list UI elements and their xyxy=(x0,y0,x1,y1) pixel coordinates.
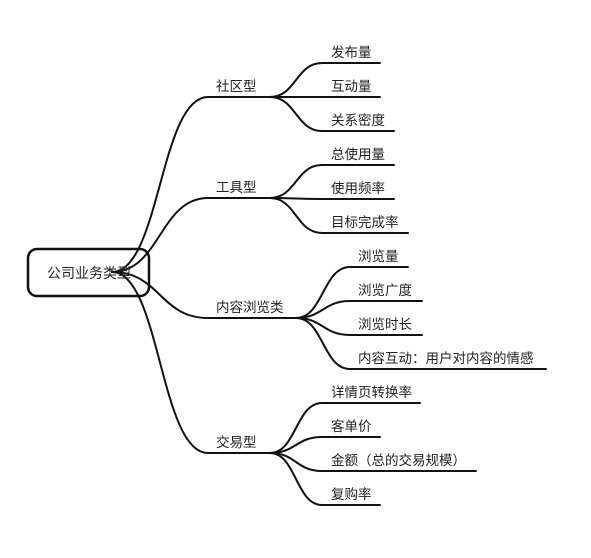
leaf-label: 目标完成率 xyxy=(331,214,399,231)
leaf-label: 详情页转换率 xyxy=(331,384,412,401)
leaf-label: 互动量 xyxy=(331,79,372,95)
branch-label: 内容浏览类 xyxy=(216,299,284,316)
leaf-connector xyxy=(269,402,323,454)
branch-label: 社区型 xyxy=(216,79,257,95)
leaf-label: 总使用量 xyxy=(331,146,385,163)
branch-connector xyxy=(111,271,209,454)
leaf-node[interactable]: 发布量 xyxy=(331,45,372,61)
leaf-label: 浏览时长 xyxy=(358,317,412,333)
leaf-node[interactable]: 内容互动：用户对内容的情感 xyxy=(358,350,534,367)
leaf-label: 浏览量 xyxy=(358,249,399,265)
leaf-node[interactable]: 目标完成率 xyxy=(331,214,399,231)
leaf-label: 金额（总的交易规模） xyxy=(331,452,466,469)
connector-lines xyxy=(111,62,547,506)
leaf-node[interactable]: 浏览时长 xyxy=(358,317,412,333)
leaf-label: 使用频率 xyxy=(331,180,385,197)
leaf-label: 复购率 xyxy=(331,486,372,503)
leaf-connector xyxy=(269,452,323,506)
root-node[interactable]: 公司业务类型 xyxy=(26,247,151,298)
leaf-label: 客单价 xyxy=(331,418,372,435)
watermark: 知乎 @Mandy是姐 xyxy=(426,525,564,544)
leaf-node[interactable]: 详情页转换率 xyxy=(331,384,412,401)
branch-label: 交易型 xyxy=(216,434,257,451)
branch-node-content[interactable]: 内容浏览类 xyxy=(216,299,284,316)
branch-node-community[interactable]: 社区型 xyxy=(216,79,257,95)
root-node-label: 公司业务类型 xyxy=(47,266,131,282)
leaf-label: 浏览广度 xyxy=(358,283,412,299)
leaf-connector xyxy=(269,197,323,234)
leaf-connector xyxy=(269,62,323,98)
leaf-node[interactable]: 客单价 xyxy=(331,418,372,435)
branch-node-transaction[interactable]: 交易型 xyxy=(216,434,257,451)
leaf-connector xyxy=(295,317,351,370)
leaf-label: 关系密度 xyxy=(331,112,385,129)
leaf-node[interactable]: 互动量 xyxy=(331,79,372,95)
branch-connector xyxy=(111,96,209,273)
leaf-connector xyxy=(269,164,323,199)
root-node-frame xyxy=(26,247,151,298)
leaf-node[interactable]: 复购率 xyxy=(331,486,372,503)
leaf-label: 内容互动：用户对内容的情感 xyxy=(358,350,534,367)
leaf-connector xyxy=(295,266,351,319)
branch-connector xyxy=(111,271,209,319)
branch-node-tool[interactable]: 工具型 xyxy=(216,180,257,196)
leaf-connector xyxy=(269,96,323,132)
leaf-label: 发布量 xyxy=(331,45,372,61)
leaf-node[interactable]: 关系密度 xyxy=(331,112,385,129)
leaf-node[interactable]: 浏览广度 xyxy=(358,283,412,299)
leaf-node[interactable]: 浏览量 xyxy=(358,249,399,265)
branch-label: 工具型 xyxy=(216,180,257,196)
branch-connector xyxy=(111,197,209,273)
leaf-node[interactable]: 总使用量 xyxy=(331,146,385,163)
leaf-node[interactable]: 使用频率 xyxy=(331,180,385,197)
leaf-node[interactable]: 金额（总的交易规模） xyxy=(331,452,466,469)
